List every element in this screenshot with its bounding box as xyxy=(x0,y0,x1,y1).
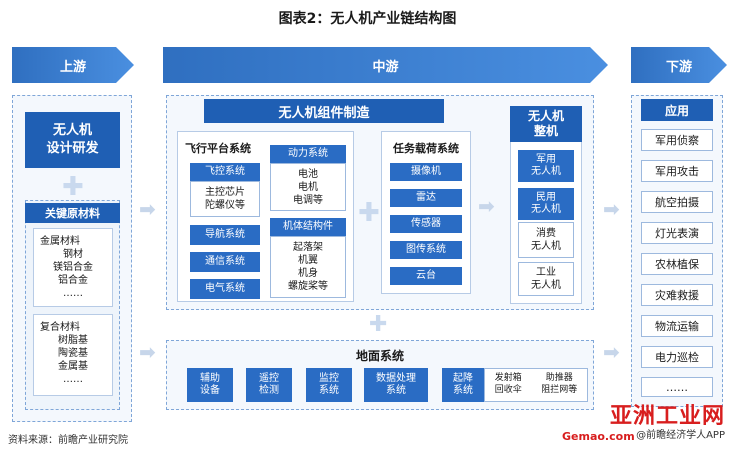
composite-title: 复合材料 xyxy=(40,322,80,333)
whole-machine-title: 无人机 整机 xyxy=(510,106,582,142)
payload-item-image-transmission: 图传系统 xyxy=(390,241,462,259)
application-item: 物流运输 xyxy=(641,315,713,337)
ground-system-title: 地面系统 xyxy=(355,349,404,363)
flight-control-detail: 主控芯片 陀螺仪等 xyxy=(190,181,260,217)
plus-icon: ✚ xyxy=(358,198,380,228)
consumer-drone-box: 消费 无人机 xyxy=(518,222,574,258)
landing-detail-a: 发射箱 回收伞 xyxy=(494,373,522,395)
ground-item-data-processing: 数据处理 系统 xyxy=(364,368,428,402)
midstream-banner: 中游 xyxy=(163,47,608,83)
watermark-sub: @前瞻经济学人APP xyxy=(636,430,725,441)
ground-item-monitoring: 监控 系统 xyxy=(306,368,352,402)
flight-platform-title: 飞行平台系统 xyxy=(185,142,251,155)
application-item: 军用攻击 xyxy=(641,160,713,182)
structure-detail: 起落架 机翼 机身 螺旋桨等 xyxy=(270,236,346,298)
chart-title: 图表2：无人机产业链结构图 xyxy=(278,11,457,27)
components-title: 无人机组件制造 xyxy=(204,99,444,123)
watermark-logo-text: 亚洲工业网 xyxy=(609,404,725,429)
metal-materials-box xyxy=(33,228,113,307)
payload-item-sensor: 传感器 xyxy=(390,215,462,233)
application-item: 农林植保 xyxy=(641,253,713,275)
application-item: …… xyxy=(641,377,713,397)
application-item: 航空拍摄 xyxy=(641,191,713,213)
power-button: 动力系统 xyxy=(270,145,346,163)
metal-title: 金属材料 xyxy=(40,236,80,247)
power-detail: 电池 电机 电调等 xyxy=(270,163,346,211)
metal-items: 钢材 镁铝合金 铝合金 …… xyxy=(53,249,93,299)
design-rnd-box: 无人机 设计研发 xyxy=(25,112,120,168)
application-title: 应用 xyxy=(641,99,713,121)
application-item: 军用侦察 xyxy=(641,129,713,151)
payload-title: 任务载荷系统 xyxy=(393,142,459,155)
payload-item-gimbal: 云台 xyxy=(390,267,462,285)
ground-item-auxiliary: 辅助 设备 xyxy=(187,368,233,402)
ground-item-remote: 遥控 检测 xyxy=(246,368,292,402)
plus-icon: ✚ xyxy=(62,172,84,202)
arrow-right-icon: ➡ xyxy=(139,197,156,221)
watermark-url: Gemao.com xyxy=(562,430,635,443)
industrial-drone-box: 工业 无人机 xyxy=(518,262,574,296)
flight-control-button: 飞控系统 xyxy=(190,163,260,181)
composite-items: 树脂基 陶瓷基 金属基 …… xyxy=(58,335,88,385)
arrow-right-icon: ➡ xyxy=(603,340,620,364)
plus-icon: ✚ xyxy=(369,312,388,337)
arrow-right-icon: ➡ xyxy=(603,197,620,221)
landing-detail-box: 发射箱 回收伞 助推器 阻拦网等 xyxy=(484,368,588,402)
payload-panel xyxy=(381,131,471,294)
civil-drone-button: 民用 无人机 xyxy=(518,188,574,220)
materials-title: 关键原材料 xyxy=(25,203,120,223)
payload-item-radar: 雷达 xyxy=(390,189,462,207)
application-item: 电力巡检 xyxy=(641,346,713,368)
composite-materials-box xyxy=(33,314,113,396)
payload-item-camera: 摄像机 xyxy=(390,163,462,181)
source-note: 资料来源：前瞻产业研究院 xyxy=(8,435,128,446)
upstream-banner: 上游 xyxy=(12,47,134,83)
navigation-button: 导航系统 xyxy=(190,225,260,245)
application-item: 灯光表演 xyxy=(641,222,713,244)
structure-button: 机体结构件 xyxy=(270,218,346,236)
ground-item-takeoff-landing: 起降 系统 xyxy=(442,368,484,402)
application-item: 灾难救援 xyxy=(641,284,713,306)
landing-detail-b: 助推器 阻拦网等 xyxy=(541,373,578,395)
electrical-button: 电气系统 xyxy=(190,279,260,299)
arrow-right-icon: ➡ xyxy=(139,340,156,364)
communication-button: 通信系统 xyxy=(190,252,260,272)
arrow-right-icon: ➡ xyxy=(478,194,495,218)
downstream-banner: 下游 xyxy=(631,47,727,83)
military-drone-button: 军用 无人机 xyxy=(518,150,574,182)
